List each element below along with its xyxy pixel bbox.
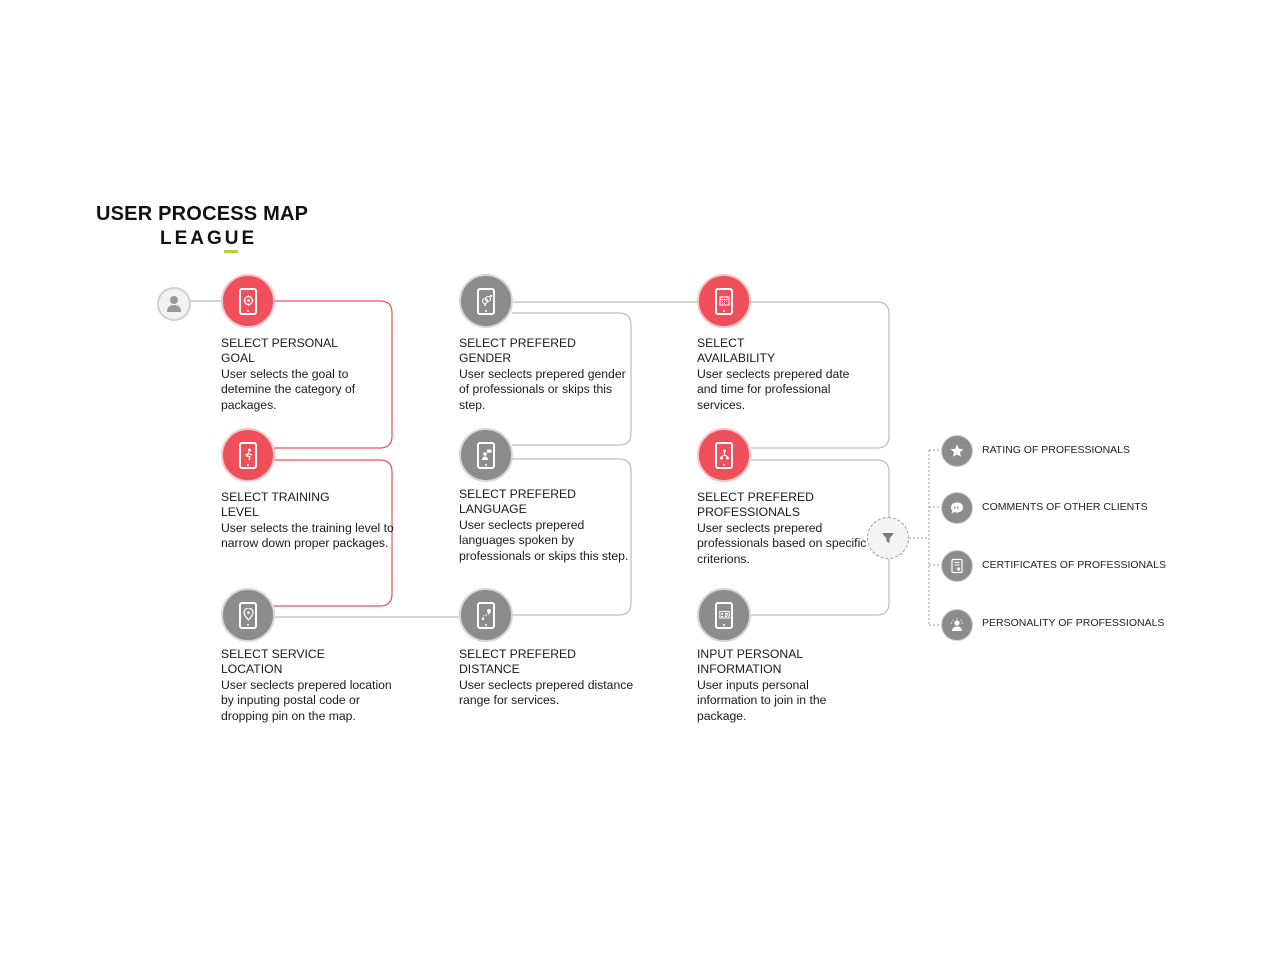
step-text-gender: SELECT PREFERED GENDER User seclects pre… — [459, 336, 634, 413]
step-title: SELECT PREFERED — [697, 490, 814, 504]
step-text-personal-goal: SELECT PERSONAL GOAL User selects the go… — [221, 336, 396, 413]
step-text-distance: SELECT PREFERED DISTANCE User seclects p… — [459, 647, 634, 709]
step-text-professionals: SELECT PREFERED PROFESSIONALS User secle… — [697, 490, 872, 567]
step-title: SELECT TRAINING — [221, 490, 330, 504]
step-description: User selects the goal to detemine the ca… — [221, 366, 356, 412]
step-title: INFORMATION — [697, 662, 782, 677]
filter-branch-line — [909, 449, 941, 626]
brand-accent-bar — [224, 250, 238, 253]
step-node-availability[interactable] — [697, 274, 751, 328]
criterion-label: CERTIFICATES OF PROFESSIONALS — [982, 559, 1166, 571]
diagram-title: USER PROCESS MAP — [96, 203, 309, 225]
step-node-personal-information[interactable] — [697, 588, 751, 642]
step-description: User seclects prepered distance range fo… — [459, 677, 634, 708]
connector-goal-to-level — [274, 300, 393, 449]
network-icon — [719, 449, 729, 459]
connector-language-to-gender — [512, 312, 632, 446]
filter-node[interactable] — [867, 517, 909, 559]
distance-icon — [481, 608, 491, 620]
criterion-comments[interactable] — [941, 492, 973, 524]
step-node-professionals[interactable] — [697, 428, 751, 482]
step-title: SELECT — [697, 336, 745, 350]
step-description: User inputs personal information to join… — [697, 677, 827, 723]
step-title: LEVEL — [221, 505, 259, 520]
step-title: SELECT PERSONAL — [221, 336, 338, 350]
running-person-icon — [244, 448, 252, 460]
calendar-icon — [719, 295, 729, 305]
gender-icon — [481, 294, 492, 306]
step-text-language: SELECT PREFERED LANGUAGE User seclects p… — [459, 487, 634, 564]
criterion-label: PERSONALITY OF PROFESSIONALS — [982, 617, 1165, 629]
filter-icon — [882, 533, 894, 543]
step-title: INPUT PERSONAL — [697, 647, 804, 661]
step-text-availability: SELECT AVAILABILITY User seclects preper… — [697, 336, 872, 413]
step-title: LOCATION — [221, 662, 283, 677]
step-description: User seclects prepered professionals bas… — [697, 520, 867, 566]
step-title: SELECT PREFERED — [459, 647, 576, 661]
step-title: AVAILABILITY — [697, 351, 776, 366]
speech-bubble-icon — [951, 502, 963, 514]
step-node-personal-goal[interactable] — [221, 274, 275, 328]
speech-person-icon — [481, 449, 491, 460]
step-description: User seclects prepered languages spoken … — [459, 517, 629, 563]
step-title: SELECT SERVICE — [221, 647, 325, 661]
connector-availability-to-professionals — [751, 301, 890, 449]
brand-name: LEAGUE — [160, 228, 258, 249]
user-icon — [167, 296, 181, 312]
step-node-service-location[interactable] — [221, 588, 275, 642]
connector-level-to-location — [274, 459, 393, 607]
criterion-certificates[interactable] — [941, 550, 973, 582]
id-card-icon — [718, 610, 730, 618]
criterion-label: RATING OF PROFESSIONALS — [982, 444, 1130, 456]
step-node-training-level[interactable] — [221, 428, 275, 482]
step-title: GENDER — [459, 351, 512, 366]
connector-distance-to-language — [512, 458, 632, 616]
step-text-service-location: SELECT SERVICE LOCATION User seclects pr… — [221, 647, 396, 724]
step-text-training-level: SELECT TRAINING LEVEL User selects the t… — [221, 490, 396, 552]
certificate-icon — [951, 558, 963, 574]
step-node-gender[interactable] — [459, 274, 513, 328]
location-pin-icon — [242, 607, 254, 621]
step-description: User seclects prepered location by input… — [221, 677, 392, 723]
step-title: PROFESSIONALS — [697, 505, 800, 520]
step-title: GOAL — [221, 351, 255, 366]
step-title: SELECT PREFERED — [459, 336, 576, 350]
person-icon — [951, 618, 963, 631]
step-title: SELECT PREFERED — [459, 487, 576, 501]
step-node-distance[interactable] — [459, 588, 513, 642]
target-icon — [243, 294, 253, 306]
star-icon — [950, 444, 964, 457]
step-node-language[interactable] — [459, 428, 513, 482]
step-description: User selects the training level to narro… — [221, 520, 394, 551]
step-text-personal-information: INPUT PERSONAL INFORMATION User inputs p… — [697, 647, 872, 724]
criterion-personality[interactable] — [941, 609, 973, 641]
criterion-label: COMMENTS OF OTHER CLIENTS — [982, 501, 1148, 513]
step-title: DISTANCE — [459, 662, 520, 677]
criterion-rating[interactable] — [941, 435, 973, 467]
user-start-node — [157, 287, 191, 321]
step-description: User seclects prepered gender of profess… — [459, 366, 626, 412]
step-title: LANGUAGE — [459, 502, 527, 517]
step-description: User seclects prepered date and time for… — [697, 366, 850, 412]
